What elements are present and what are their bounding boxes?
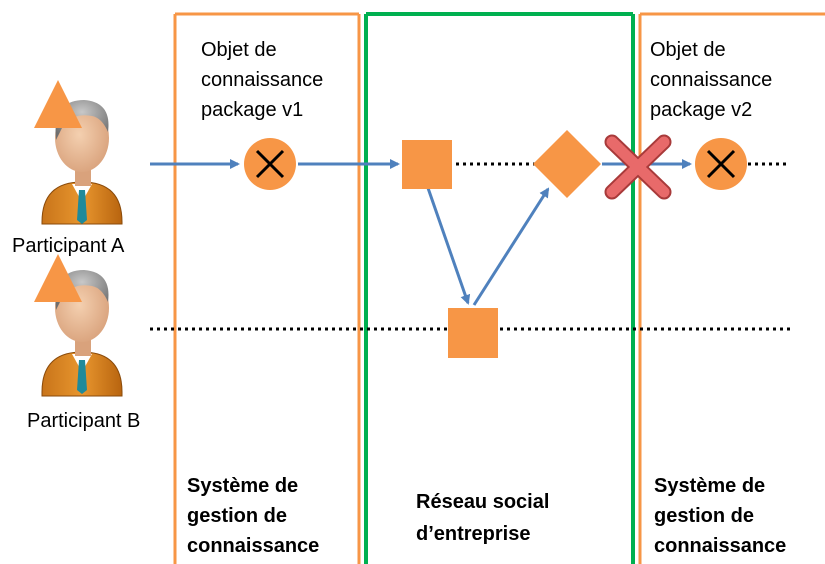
- participant-b-icon: [34, 254, 123, 397]
- arrow-square-to-lower-square: [426, 187, 471, 305]
- object-v1-label-line3: package v1: [201, 99, 303, 121]
- network-activity-square-icon: [402, 140, 452, 189]
- object-v1-label: Objet de connaissance package v1: [201, 39, 323, 121]
- network-decision-diamond-icon: [533, 130, 601, 198]
- right-system-lane: [638, 12, 825, 564]
- right-system-title-line3: connaissance: [654, 535, 786, 557]
- participant-a-icon: [34, 80, 123, 225]
- middle-network-title-line2: d’entreprise: [416, 523, 530, 545]
- left-system-lane: [173, 12, 361, 564]
- participant-b-role-triangle-icon: [34, 254, 82, 302]
- knowledge-object-v1-icon: [244, 138, 296, 190]
- participant-b-label: Participant B: [27, 410, 140, 432]
- object-v1-label-line2: connaissance: [201, 69, 323, 91]
- right-system-title-line1: Système de: [654, 475, 765, 497]
- left-system-title-line3: connaissance: [187, 535, 319, 557]
- right-system-title-line2: gestion de: [654, 505, 754, 527]
- left-system-title-line1: Système de: [187, 475, 298, 497]
- left-system-title-line2: gestion de: [187, 505, 287, 527]
- object-v2-label-line3: package v2: [650, 99, 752, 121]
- network-lower-square-icon: [448, 308, 498, 358]
- left-system-title: Système de gestion de connaissance: [187, 475, 319, 557]
- participant-a-label: Participant A: [12, 235, 125, 257]
- middle-network-title-line1: Réseau social: [416, 491, 549, 513]
- arrow-lower-square-to-diamond: [472, 187, 550, 306]
- middle-network-lane: [364, 12, 635, 564]
- object-v2-label-line1: Objet de: [650, 39, 726, 61]
- object-v2-label-line2: connaissance: [650, 69, 772, 91]
- participant-a-role-triangle-icon: [34, 80, 82, 128]
- middle-network-title: Réseau social d’entreprise: [416, 491, 549, 545]
- blocked-cross-icon: [604, 134, 672, 200]
- knowledge-object-v2-icon: [695, 138, 747, 190]
- object-v2-label: Objet de connaissance package v2: [650, 39, 772, 121]
- object-v1-label-line1: Objet de: [201, 39, 277, 61]
- right-system-title: Système de gestion de connaissance: [654, 475, 786, 557]
